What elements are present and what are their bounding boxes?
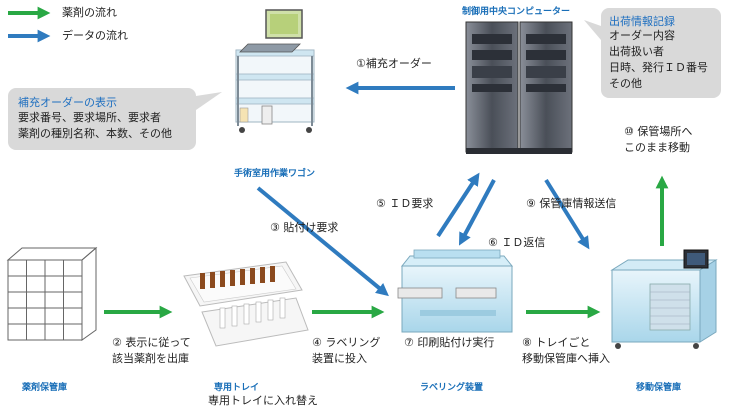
replenish-callout-heading: 補充オーダーの表示 bbox=[18, 96, 117, 109]
wagon-caption: 手術室用作業ワゴン bbox=[234, 169, 316, 179]
step-6-label: ⑥ ＩＤ返信 bbox=[488, 236, 546, 249]
special-tray-illustration bbox=[183, 261, 309, 347]
arrow-attach-request bbox=[256, 186, 389, 297]
shipping-callout: 出荷情報記録 オーダー内容 出荷扱い者 日時、発行ＩＤ番号 その他 bbox=[601, 8, 721, 98]
labeler-caption: ラベリング装置 bbox=[420, 383, 484, 393]
arrow-id-reply bbox=[458, 179, 496, 246]
surgery-wagon-illustration bbox=[235, 9, 315, 133]
step-5-label: ⑤ ＩＤ要求 bbox=[376, 197, 434, 210]
replenish-callout-line: 薬剤の種別名称、本数、その他 bbox=[18, 127, 172, 140]
step-9-label: ⑨ 保管庫情報送信 bbox=[526, 197, 617, 210]
mobile-storage-illustration bbox=[610, 249, 718, 349]
computer-caption: 制御用中央コンピューター bbox=[462, 7, 571, 17]
tray-caption: 専用トレイ bbox=[214, 383, 260, 393]
replenish-callout-line: 要求番号、要求場所、要求者 bbox=[18, 111, 161, 124]
step-10-label-line: このまま移動 bbox=[624, 141, 690, 154]
legend-data-label: データの流れ bbox=[62, 29, 128, 42]
shipping-callout-heading: 出荷情報記録 bbox=[609, 15, 675, 28]
shipping-callout-line: 日時、発行ＩＤ番号 bbox=[609, 61, 708, 74]
arrow-id-request bbox=[436, 172, 480, 238]
step-8-label-line: 移動保管庫へ挿入 bbox=[522, 352, 610, 365]
central-computer-illustration bbox=[465, 21, 573, 154]
drug-cabinet-illustration bbox=[6, 246, 98, 341]
step-2-label-line: ② 表示に従って bbox=[112, 336, 191, 349]
shipping-callout-line: オーダー内容 bbox=[609, 29, 675, 42]
mobile-caption: 移動保管庫 bbox=[636, 383, 682, 393]
legend-drug-label: 薬剤の流れ bbox=[62, 6, 117, 19]
step-4-label-line: 装置に投入 bbox=[312, 352, 367, 365]
step-8-label-line: ⑧ トレイごと bbox=[522, 336, 591, 349]
tray-note: 専用トレイに入れ替え bbox=[208, 394, 318, 407]
arrow-storage-info bbox=[544, 178, 590, 250]
shipping-callout-line: その他 bbox=[609, 77, 642, 90]
cabinet-caption: 薬剤保管庫 bbox=[22, 383, 68, 393]
step-4-label-line: ④ ラベリング bbox=[312, 336, 381, 349]
replenish-callout: 補充オーダーの表示 要求番号、要求場所、要求者 薬剤の種別名称、本数、その他 bbox=[8, 88, 196, 150]
step-10-label-line: ⑩ 保管場所へ bbox=[624, 125, 693, 138]
step-1-label: ①補充オーダー bbox=[356, 57, 432, 70]
labeling-machine-illustration bbox=[397, 249, 514, 333]
step-7-label: ⑦ 印刷貼付け実行 bbox=[404, 336, 495, 349]
step-3-label: ③ 貼付け要求 bbox=[270, 221, 339, 234]
step-2-label-line: 該当薬剤を出庫 bbox=[112, 352, 189, 365]
shipping-callout-line: 出荷扱い者 bbox=[609, 45, 664, 58]
